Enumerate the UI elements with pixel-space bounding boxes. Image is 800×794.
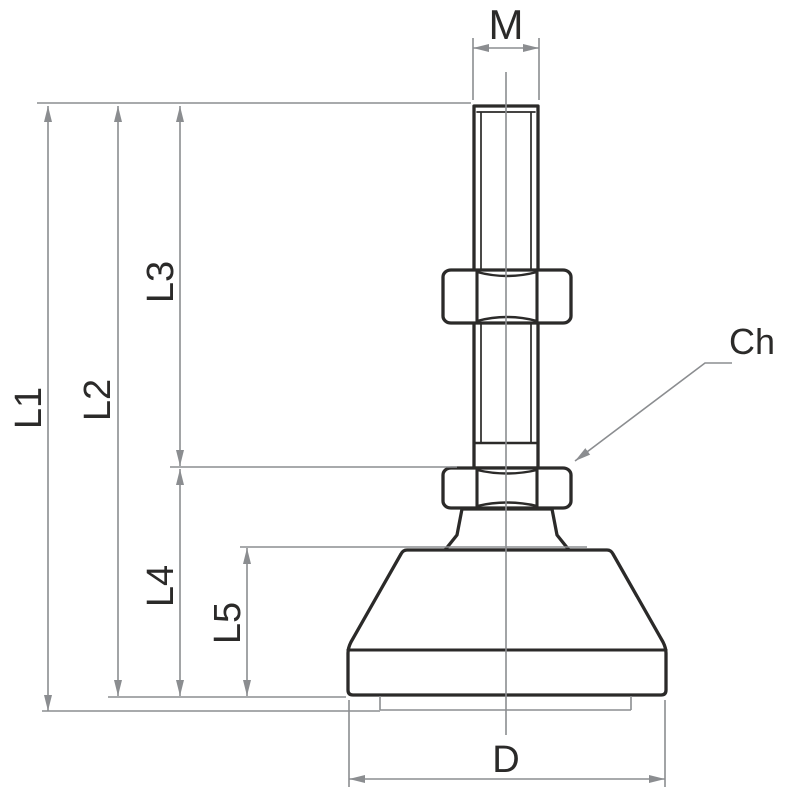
dimension-labels: M L1 L2 L3 L4 L5 Ch D [8, 1, 775, 781]
neck-flare [443, 507, 571, 552]
label-l1: L1 [8, 387, 50, 429]
lower-nut-outline [441, 466, 573, 510]
upper-nut-bottom-arc [475, 315, 539, 323]
upper-nut-outline [441, 268, 573, 325]
part-views [346, 104, 668, 711]
upper-hex-nut [441, 268, 573, 325]
label-d: D [492, 739, 519, 781]
lower-nut-bottom-arc [475, 501, 539, 508]
upper-nut-top-arc [475, 270, 539, 278]
lower-nut-top-arc [475, 468, 539, 475]
lower-hex-nut [441, 466, 573, 510]
leader-line-ch [574, 362, 732, 462]
base-foot [346, 548, 668, 697]
label-l4: L4 [140, 565, 182, 607]
base-neck-collar [443, 507, 571, 552]
label-ch: Ch [729, 321, 775, 362]
label-l2: L2 [77, 379, 119, 421]
label-l3: L3 [140, 261, 182, 303]
label-thread: M [489, 1, 524, 48]
label-l5: L5 [207, 602, 249, 644]
dimensioning: M L1 L2 L3 L4 L5 Ch D [8, 1, 775, 787]
dimension-lines [44, 44, 665, 783]
base-cone-and-rim [346, 548, 668, 697]
